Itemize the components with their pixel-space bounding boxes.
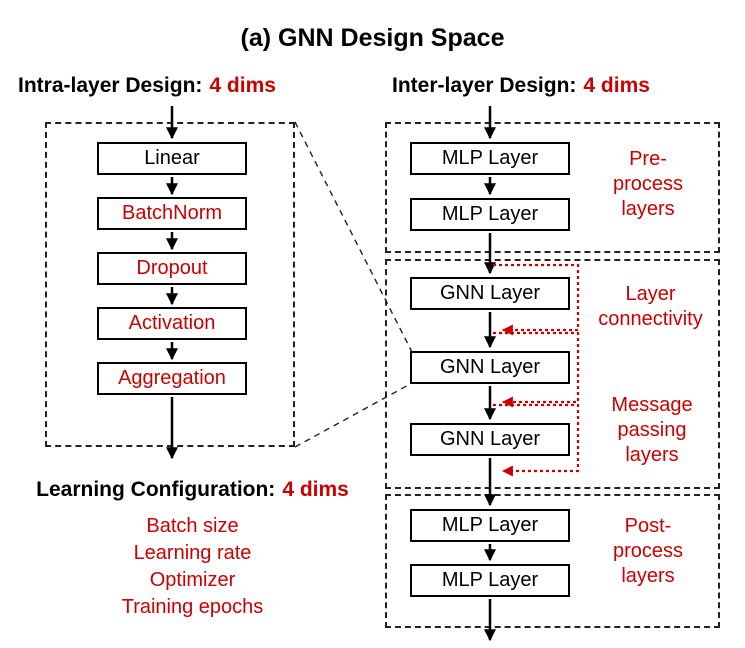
learning-item-learning-rate: Learning rate (133, 542, 252, 564)
layer-box-activation: Activation (97, 307, 247, 340)
layer-box-gnn-1: GNN Layer (410, 277, 570, 310)
intra-layer-heading: Intra-layer Design: 4 dims (18, 74, 276, 98)
intra-layer-dims: 4 dims (209, 74, 276, 97)
layer-connectivity-caption: Layer connectivity (598, 283, 703, 330)
learning-configuration-heading-label: Learning Configuration: (36, 478, 276, 501)
pre-process-caption: Pre- process layers (612, 148, 684, 220)
layer-box-mlp-1: MLP Layer (410, 142, 570, 175)
post-process-group (385, 494, 720, 628)
message-passing-caption: Message passing layers (611, 394, 693, 466)
layer-box-mlp-2: MLP Layer (410, 198, 570, 231)
learning-item-optimizer: Optimizer (149, 569, 236, 591)
intra-layer-panel (45, 122, 295, 447)
post-process-caption: Post- process layers (612, 515, 684, 587)
inter-layer-heading-label: Inter-layer Design: (392, 74, 577, 97)
learning-item-batch-size: Batch size (146, 515, 239, 537)
layer-box-dropout: Dropout (97, 252, 247, 285)
layer-box-linear: Linear (97, 142, 247, 175)
layer-box-aggregation: Aggregation (97, 362, 247, 395)
page-title: (a) GNN Design Space (240, 24, 505, 52)
learning-item-training-epochs: Training epochs (121, 596, 264, 618)
layer-box-gnn-3: GNN Layer (410, 423, 570, 456)
layer-box-mlp-3: MLP Layer (410, 509, 570, 542)
layer-box-batchnorm: BatchNorm (97, 197, 247, 230)
inter-layer-heading: Inter-layer Design: 4 dims (392, 74, 650, 98)
layer-box-gnn-2: GNN Layer (410, 351, 570, 384)
learning-configuration-dims: 4 dims (282, 478, 349, 501)
layer-box-mlp-4: MLP Layer (410, 564, 570, 597)
learning-configuration-heading: Learning Configuration: 4 dims (0, 478, 385, 502)
message-passing-group (385, 259, 720, 489)
inter-layer-dims: 4 dims (583, 74, 650, 97)
intra-layer-heading-label: Intra-layer Design: (18, 74, 203, 97)
learning-configuration-items: Batch size Learning rate Optimizer Train… (0, 513, 385, 621)
